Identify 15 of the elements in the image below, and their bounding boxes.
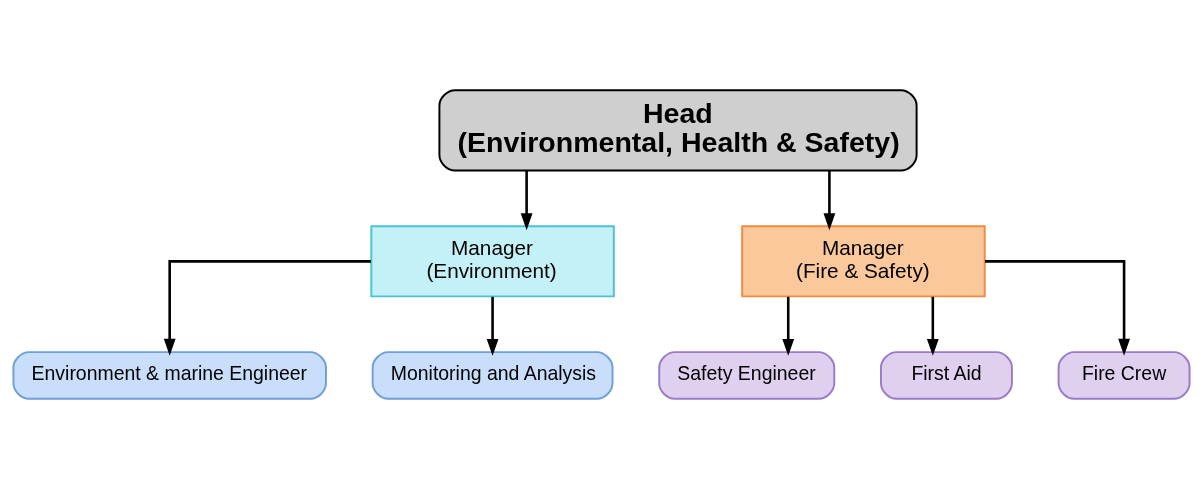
node-box: Monitoring and Analysis xyxy=(371,351,614,400)
arrow xyxy=(486,296,499,356)
node-box: First Aid xyxy=(879,351,1013,400)
node-box: Safety Engineer xyxy=(658,351,836,400)
node-box: Environment & marine Engineer xyxy=(12,351,327,400)
node-box: Fire Crew xyxy=(1057,351,1191,400)
arrow xyxy=(520,170,533,231)
node-box: Head (Environmental, Health & Safety) xyxy=(438,89,918,172)
arrow xyxy=(823,170,836,231)
arrow xyxy=(782,296,795,356)
node-box: Manager (Fire & Safety) xyxy=(741,225,986,298)
arrow xyxy=(926,296,939,356)
arrow xyxy=(985,260,1130,356)
arrow xyxy=(163,260,371,356)
node-box: Manager (Environment) xyxy=(370,225,615,298)
